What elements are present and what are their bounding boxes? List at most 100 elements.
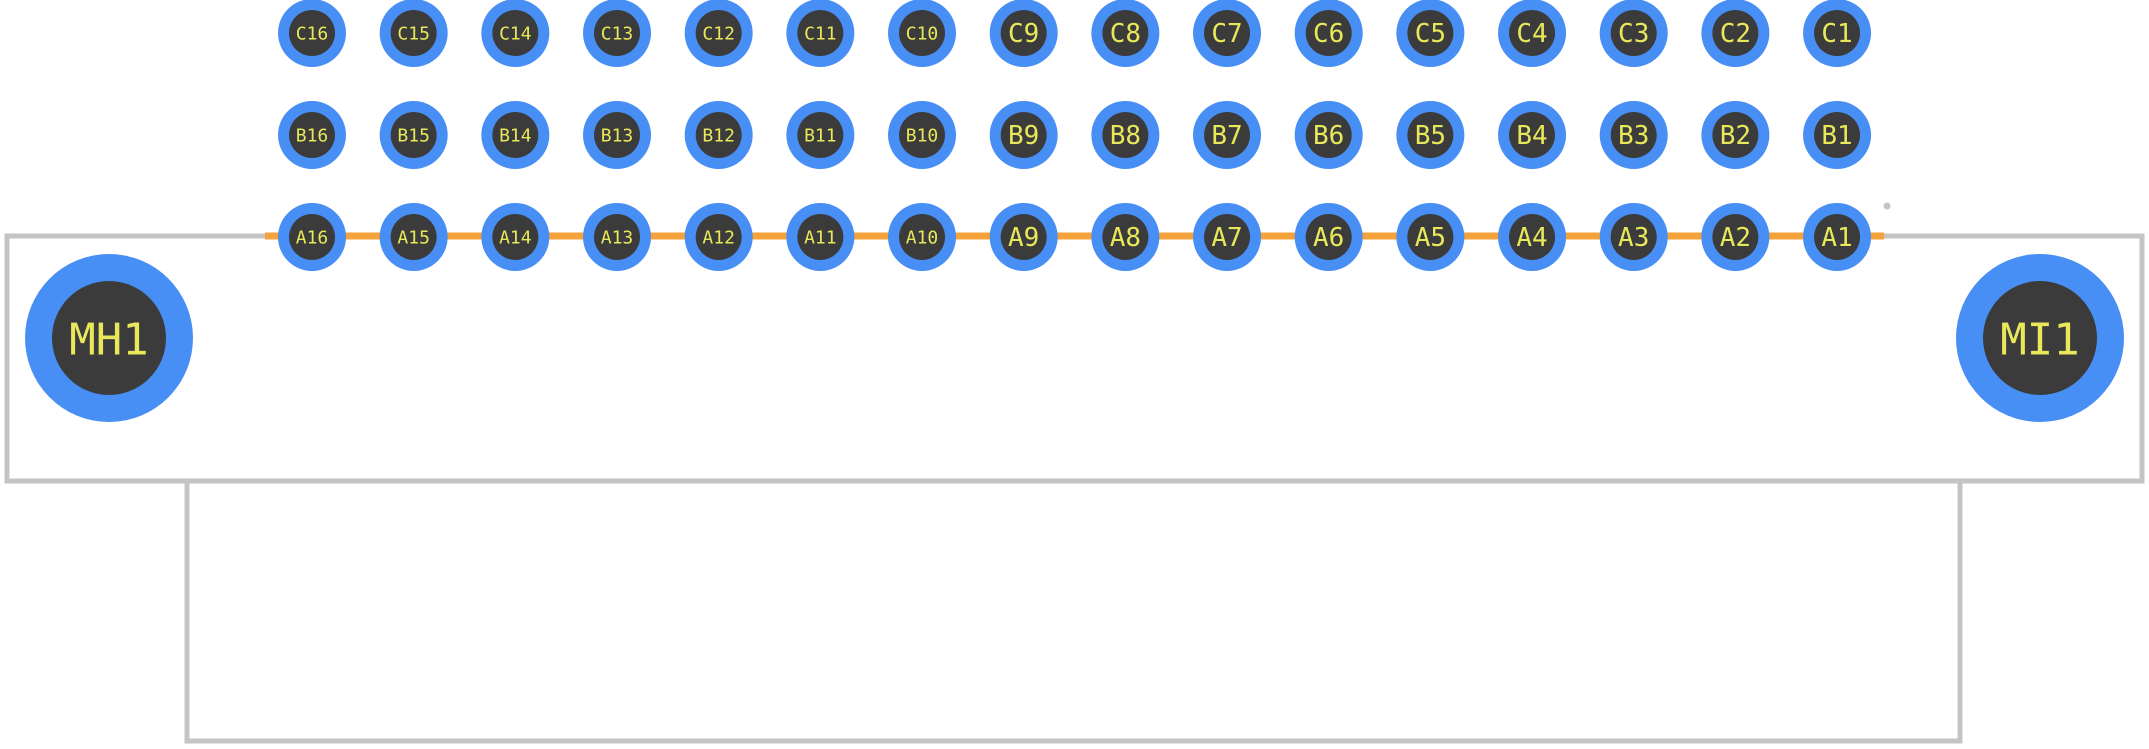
connector-flange-outline: [4, 233, 2145, 484]
pad-drill: [289, 214, 335, 260]
pad-label: C5: [1415, 19, 1446, 49]
pad-label: C2: [1720, 19, 1751, 49]
pad-drill: [1814, 10, 1861, 56]
pad-label: A1: [1821, 223, 1852, 253]
pad-drill: [1000, 214, 1047, 260]
pad-c6: C6: [1294, 0, 1363, 67]
pad-label: A2: [1720, 223, 1751, 253]
pad-label: C3: [1618, 19, 1649, 49]
pad-drill: [492, 10, 539, 56]
pad-label: B1: [1821, 121, 1852, 151]
pad-b16: B16: [278, 101, 346, 169]
pad-b15: B15: [379, 101, 448, 169]
pin1-marker: [1883, 202, 1891, 210]
pad-drill: [1305, 112, 1352, 158]
pad-label: A7: [1211, 223, 1242, 253]
pad-a15: A15: [379, 203, 448, 271]
pad-label: A9: [1008, 223, 1039, 253]
pad-c12: C12: [684, 0, 753, 67]
pad-label: C12: [702, 24, 735, 45]
pad-drill: [695, 214, 742, 260]
mounting-hole-left-label: MH1: [69, 315, 148, 366]
pad-label: A8: [1110, 223, 1141, 253]
pad-a8: A8: [1091, 203, 1160, 271]
pad-label: C14: [499, 24, 532, 45]
pad-a9: A9: [989, 203, 1058, 271]
pad-drill: [1204, 214, 1251, 260]
pad-c4: C4: [1498, 0, 1567, 67]
pad-drill: [390, 10, 437, 56]
pad-label: A3: [1618, 223, 1649, 253]
pad-label: B8: [1110, 121, 1141, 151]
pad-label: A6: [1313, 223, 1344, 253]
pad-drill: [1509, 10, 1556, 56]
pad-a2: A2: [1701, 203, 1770, 271]
pad-drill: [390, 112, 437, 158]
pad-label: C6: [1313, 19, 1344, 49]
pad-drill: [289, 112, 335, 158]
pad-drill: [1712, 10, 1759, 56]
pad-c2: C2: [1701, 0, 1770, 67]
pad-label: A12: [702, 228, 735, 249]
pad-b14: B14: [481, 101, 550, 169]
pad-label: C11: [804, 24, 837, 45]
pad-label: C13: [601, 24, 634, 45]
pad-label: B3: [1618, 121, 1649, 151]
pad-label: C16: [296, 24, 329, 45]
pad-b11: B11: [786, 101, 855, 169]
pad-label: B10: [906, 126, 939, 147]
pad-b9: B9: [989, 101, 1058, 169]
pad-b6: B6: [1294, 101, 1363, 169]
pad-drill: [594, 112, 641, 158]
pad-label: B6: [1313, 121, 1344, 151]
pad-a6: A6: [1294, 203, 1363, 271]
pad-label: B5: [1415, 121, 1446, 151]
pad-b1: B1: [1803, 101, 1872, 169]
pad-label: A16: [296, 228, 329, 249]
pad-drill: [1509, 214, 1556, 260]
pad-c11: C11: [786, 0, 855, 67]
pad-label: B15: [397, 126, 430, 147]
pad-c7: C7: [1193, 0, 1262, 67]
pad-drill: [1712, 214, 1759, 260]
pad-label: B16: [296, 126, 329, 147]
mounting-hole-right-drill: [1983, 281, 2097, 395]
pad-c13: C13: [583, 0, 651, 67]
pad-drill: [797, 214, 844, 260]
pad-drill: [1305, 10, 1352, 56]
pad-drill: [899, 112, 946, 158]
pad-drill: [1204, 112, 1251, 158]
pad-label: B13: [601, 126, 634, 147]
pad-drill: [695, 10, 742, 56]
pad-label: C10: [906, 24, 939, 45]
pad-drill: [899, 10, 946, 56]
pad-label: B12: [702, 126, 735, 147]
mounting-hole-right-label: MI1: [2000, 315, 2079, 366]
pad-a10: A10: [888, 203, 957, 271]
pad-label: B14: [499, 126, 532, 147]
pad-c5: C5: [1396, 0, 1465, 67]
pad-label: A13: [601, 228, 634, 249]
pad-drill: [1407, 214, 1454, 260]
pad-drill: [797, 112, 844, 158]
pad-b7: B7: [1193, 101, 1262, 169]
pad-drill: [594, 214, 641, 260]
pad-c15: C15: [379, 0, 448, 67]
pad-c8: C8: [1091, 0, 1160, 67]
pad-b13: B13: [583, 101, 652, 169]
mounting-hole-left: MH1: [25, 254, 193, 422]
pad-a4: A4: [1498, 203, 1567, 271]
pad-drill: [1407, 10, 1454, 56]
pad-label: A5: [1415, 223, 1446, 253]
mounting-hole-right: MI1: [1956, 254, 2124, 422]
pad-label: B11: [804, 126, 837, 147]
pad-c9: C9: [989, 0, 1058, 67]
pad-label: A11: [804, 228, 837, 249]
pad-c3: C3: [1599, 0, 1668, 67]
pad-drill: [695, 112, 742, 158]
pad-label: A10: [906, 228, 939, 249]
pad-drill: [289, 10, 335, 56]
pad-drill: [1102, 112, 1149, 158]
